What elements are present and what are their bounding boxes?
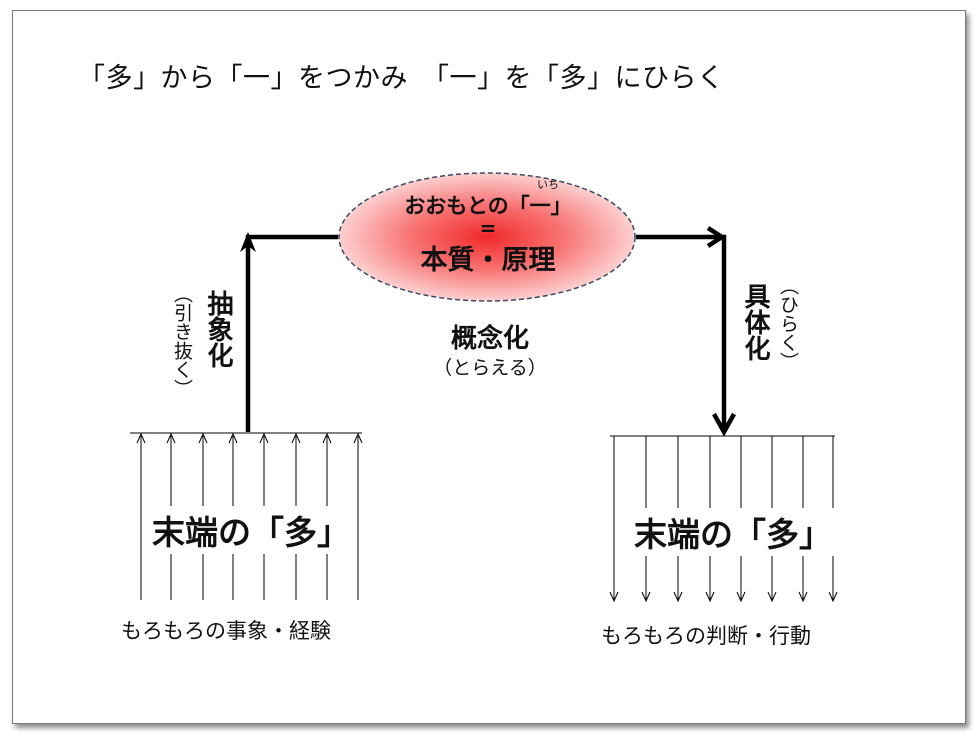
left-flow-arrow — [240, 232, 338, 432]
essence-equals: = — [479, 216, 497, 240]
essence-label: 本質・原理 — [420, 245, 556, 276]
slide-frame — [12, 10, 966, 724]
left-caption: もろもろの事象・経験 — [121, 619, 331, 643]
abstraction-label: 抽象化 — [203, 290, 233, 368]
right-flow-arrow — [636, 226, 736, 437]
downward-line — [609, 436, 619, 603]
right-arrowhead-down — [712, 412, 736, 437]
upward-line — [136, 432, 146, 600]
conceptualization-label: 概念化 — [450, 324, 529, 354]
essence-ellipse — [338, 172, 636, 302]
right-arrowhead-right — [706, 226, 727, 248]
concretization-sublabel: （ひらく） — [777, 276, 799, 371]
left-many-label: 末端の「多」 — [150, 506, 352, 554]
concretization-label: 具体化 — [740, 283, 770, 361]
conceptualization-sublabel: （とらえる） — [433, 357, 547, 379]
slide-title: 「多」から「一」をつかみ 「一」を「多」にひらく — [78, 63, 725, 94]
abstraction-sublabel: （引き抜く） — [171, 284, 193, 398]
essence-top-line: おおもとの「一」 — [404, 194, 572, 218]
left-arrowhead-up — [240, 232, 256, 252]
upward-line — [353, 432, 363, 600]
right-caption: もろもろの判断・行動 — [601, 624, 811, 648]
right-many-label: 末端の「多」 — [632, 508, 834, 556]
ruby-annotation: いち — [537, 178, 559, 191]
